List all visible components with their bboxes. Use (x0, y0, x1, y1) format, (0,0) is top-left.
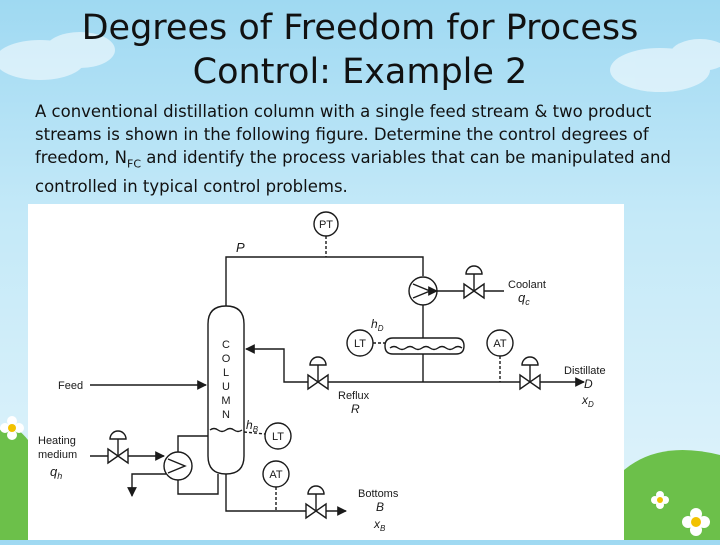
reboiler (163, 451, 193, 481)
column-letter-4: U (222, 381, 230, 393)
hb-label: hB (246, 418, 259, 434)
flower-icon (0, 416, 24, 440)
column-letter-2: O (222, 353, 231, 365)
column-letter-1: C (222, 339, 230, 351)
xd-label: xD (581, 393, 594, 409)
problem-statement: A conventional distillation column with … (35, 100, 690, 198)
column-letter-3: L (223, 367, 229, 379)
pt-transmitter (313, 211, 339, 237)
overhead-vapor-line (225, 256, 424, 306)
reboiler-vapor-return (177, 435, 208, 452)
distillation-column-figure: PT P Coolant qc hD LT AT C O L U M N Fee… (28, 204, 624, 540)
reflux-symbol: R (351, 402, 360, 416)
lt-top-label: LT (354, 338, 366, 350)
column-letter-6: N (222, 409, 230, 421)
heating-condensate-line (127, 473, 166, 497)
cloud-decoration (0, 32, 720, 92)
reflux-label: Reflux (338, 390, 370, 402)
statement-text: A conventional distillation column with … (35, 102, 652, 167)
hd-label: hD (371, 317, 384, 333)
column-liquid-level (209, 427, 243, 433)
heating-valve-actuator (109, 430, 127, 440)
heating-medium-label: medium (38, 449, 77, 461)
condenser (408, 276, 438, 306)
bottoms-label: Bottoms (358, 488, 399, 500)
grass-left (0, 426, 28, 540)
flower-icon (651, 491, 669, 509)
xb-label: xB (373, 517, 386, 533)
column-vessel (207, 305, 245, 475)
lt-bottom-signal (243, 431, 266, 435)
lt-bottom-transmitter (264, 422, 292, 450)
distillate-symbol: D (584, 377, 593, 391)
at-top-label: AT (493, 338, 507, 350)
bottoms-symbol: B (376, 500, 384, 514)
heating-label: Heating (38, 435, 76, 447)
statement-text-continued: and identify the process variables that … (35, 148, 671, 197)
pressure-label: P (236, 240, 245, 255)
distillate-valve-actuator (521, 356, 539, 366)
reboiler-liquid-feed (177, 474, 219, 495)
title-line: Degrees of Freedom for Process (81, 8, 639, 48)
distillate-label: Distillate (564, 365, 606, 377)
qc-label: qc (518, 290, 530, 307)
coolant-label: Coolant (508, 279, 546, 291)
drum-liquid-level (389, 345, 463, 351)
qh-label: qh (50, 464, 62, 481)
at-bottom-label: AT (269, 469, 283, 481)
lt-bottom-label: LT (272, 431, 284, 443)
feed-label: Feed (58, 380, 83, 392)
bottoms-valve-actuator (307, 485, 325, 495)
nfc-subscript: FC (127, 157, 142, 171)
process-diagram: PT P Coolant qc hD LT AT C O L U M N Fee… (38, 211, 606, 533)
title-line: Control: Example 2 (192, 52, 528, 92)
column-letter-5: M (221, 395, 230, 407)
reflux-line (245, 344, 423, 383)
pt-label: PT (319, 219, 333, 231)
reboiler-coil-icon (167, 458, 187, 474)
reflux-valve-actuator (309, 356, 327, 366)
slide-title: Degrees of Freedom for Process Control: … (60, 6, 660, 94)
coolant-valve-actuator (465, 265, 483, 275)
flower-icon (682, 508, 710, 536)
